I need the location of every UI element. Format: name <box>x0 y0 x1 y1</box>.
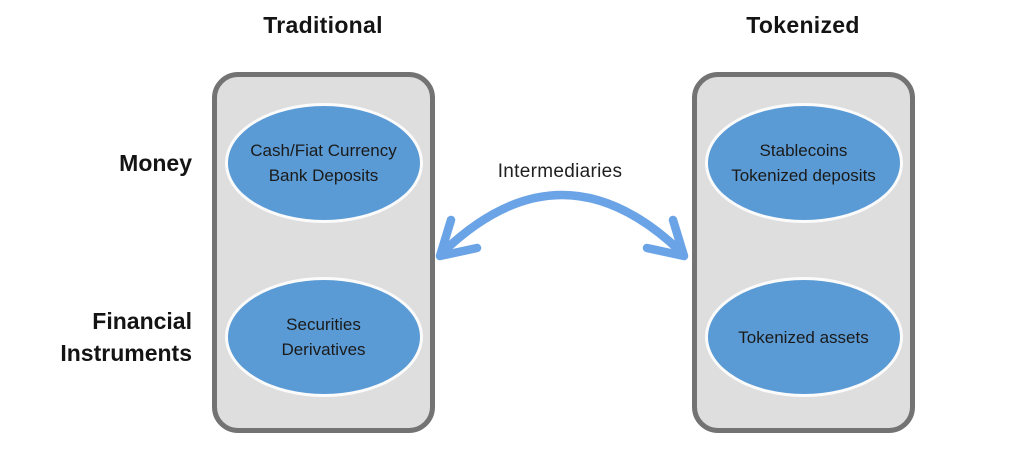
panel-tokenized: Stablecoins Tokenized deposits Tokenized… <box>692 72 915 433</box>
node-securities-derivatives: Securities Derivatives <box>224 277 423 397</box>
connector-label-intermediaries: Intermediaries <box>497 161 623 182</box>
node-cash-fiat-bank-deposits: Cash/Fiat Currency Bank Deposits <box>224 103 423 223</box>
row-label-financial-instruments: Financial Instruments <box>0 305 192 369</box>
node-text-line: Cash/Fiat Currency <box>250 141 397 160</box>
column-title-tokenized: Tokenized <box>746 12 860 38</box>
node-text-line: Tokenized assets <box>738 327 869 347</box>
row-label-money-line: Money <box>119 150 192 176</box>
node-tokenized-assets: Tokenized assets <box>704 277 903 397</box>
node-text-line: Bank Deposits <box>268 166 379 185</box>
node-text-line: Stablecoins <box>759 141 848 160</box>
node-text-line: Tokenized deposits <box>731 166 876 185</box>
row-label-financial-line-1: Financial <box>92 308 192 334</box>
node-text-line: Derivatives <box>281 340 366 359</box>
row-label-financial-line-2: Instruments <box>60 340 192 366</box>
column-title-traditional: Traditional <box>263 12 383 38</box>
node-stablecoins-tokenized-deposits: Stablecoins Tokenized deposits <box>704 103 903 223</box>
row-label-money: Money <box>0 147 192 179</box>
node-text-line: Securities <box>286 315 361 334</box>
panel-traditional: Cash/Fiat Currency Bank Deposits Securit… <box>212 72 435 433</box>
